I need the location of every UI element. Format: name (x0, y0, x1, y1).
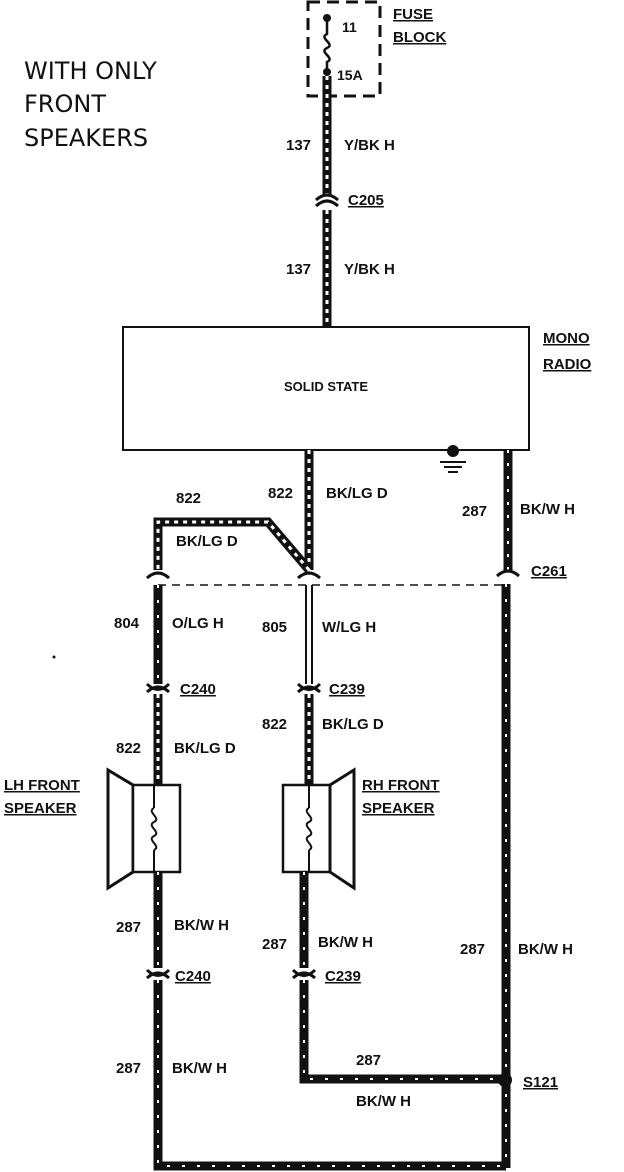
wire-822-lh-color: BK/LG D (174, 740, 236, 757)
wire-287-s121-color: BK/W H (356, 1093, 411, 1110)
note-line-3: SPEAKERS (24, 124, 148, 152)
connector-c205 (314, 193, 340, 208)
c240-lower-label: C240 (175, 968, 211, 985)
c239-lower-label: C239 (325, 968, 361, 985)
connector-c261 (145, 569, 521, 580)
fuse-terminal-top (323, 14, 331, 22)
rh-speaker-icon (281, 767, 356, 891)
wire-287-rh-color: BK/W H (318, 934, 373, 951)
s121-label: S121 (523, 1074, 558, 1091)
c239-upper-label: C239 (329, 681, 365, 698)
connector-c240-lower (145, 968, 171, 980)
c240-upper-label: C240 (180, 681, 216, 698)
note-line-1: WITH ONLY (24, 57, 157, 85)
wire-822-rh-number: 822 (262, 716, 287, 733)
wire-287-lh-color: BK/W H (174, 917, 229, 934)
fuse-block-box (306, 0, 382, 98)
note-line-2: FRONT (24, 90, 106, 118)
fuse-number: 11 (342, 19, 357, 35)
wire-287-right-number: 287 (460, 941, 485, 958)
wire-822-lh-number: 822 (116, 740, 141, 757)
ground-icon (440, 445, 466, 473)
radio-label-1: MONO (543, 330, 590, 347)
c261-label: C261 (531, 563, 567, 580)
fuse-icon (323, 18, 331, 70)
wire-287-s121 (299, 980, 506, 1084)
wire-287-rh-number: 287 (262, 936, 287, 953)
wire-287-s121-number: 287 (356, 1052, 381, 1069)
connector-c240-upper (145, 682, 171, 694)
splice-s121-icon (498, 1073, 512, 1087)
fuse-rating: 15A (337, 67, 363, 83)
radio-inner-label: SOLID STATE (284, 379, 368, 394)
lh-speaker-label-1: LH FRONT (4, 777, 80, 794)
fuse-label-2: BLOCK (393, 29, 446, 46)
wire-805-number: 805 (262, 619, 287, 636)
rh-speaker-label-1: RH FRONT (362, 777, 440, 794)
wire-287-bottom-color: BK/W H (172, 1060, 227, 1077)
wire-287-lh-number: 287 (116, 919, 141, 936)
rh-speaker-label-2: SPEAKER (362, 800, 435, 817)
wire-804-color: O/LG H (172, 615, 224, 632)
radio-label-2: RADIO (543, 356, 592, 373)
stray-mark (52, 655, 56, 659)
wire-287-radio-color: BK/W H (520, 501, 575, 518)
c205-label: C205 (348, 192, 384, 209)
fuse-terminal-bottom (323, 68, 331, 76)
wire-822-rh-color: BK/LG D (322, 716, 384, 733)
wire-822-left-color: BK/LG D (176, 533, 238, 550)
wire-287-bottom-number: 287 (116, 1060, 141, 1077)
wire-804-number: 804 (114, 615, 140, 632)
mono-radio-box (122, 326, 530, 451)
wire-137b-color: Y/BK H (344, 261, 395, 278)
fuse-label-1: FUSE (393, 6, 433, 23)
lh-speaker-label-2: SPEAKER (4, 800, 77, 817)
wire-805-color: W/LG H (322, 619, 376, 636)
connector-c239-upper (296, 682, 322, 694)
wire-137a-number: 137 (286, 137, 311, 154)
wire-137b-number: 137 (286, 261, 311, 278)
lh-speaker-icon (106, 767, 182, 891)
wire-822-top-number: 822 (268, 485, 293, 502)
wire-287-bottom-loop (153, 980, 506, 1171)
wire-287-right (501, 450, 513, 1168)
connector-c239-lower (291, 968, 317, 980)
wire-287-radio-number: 287 (462, 503, 487, 520)
wire-822-upper (153, 450, 314, 573)
wire-137a-color: Y/BK H (344, 137, 395, 154)
wire-287-right-color: BK/W H (518, 941, 573, 958)
wire-822-top-color: BK/LG D (326, 485, 388, 502)
wire-822-left-number: 822 (176, 490, 201, 507)
